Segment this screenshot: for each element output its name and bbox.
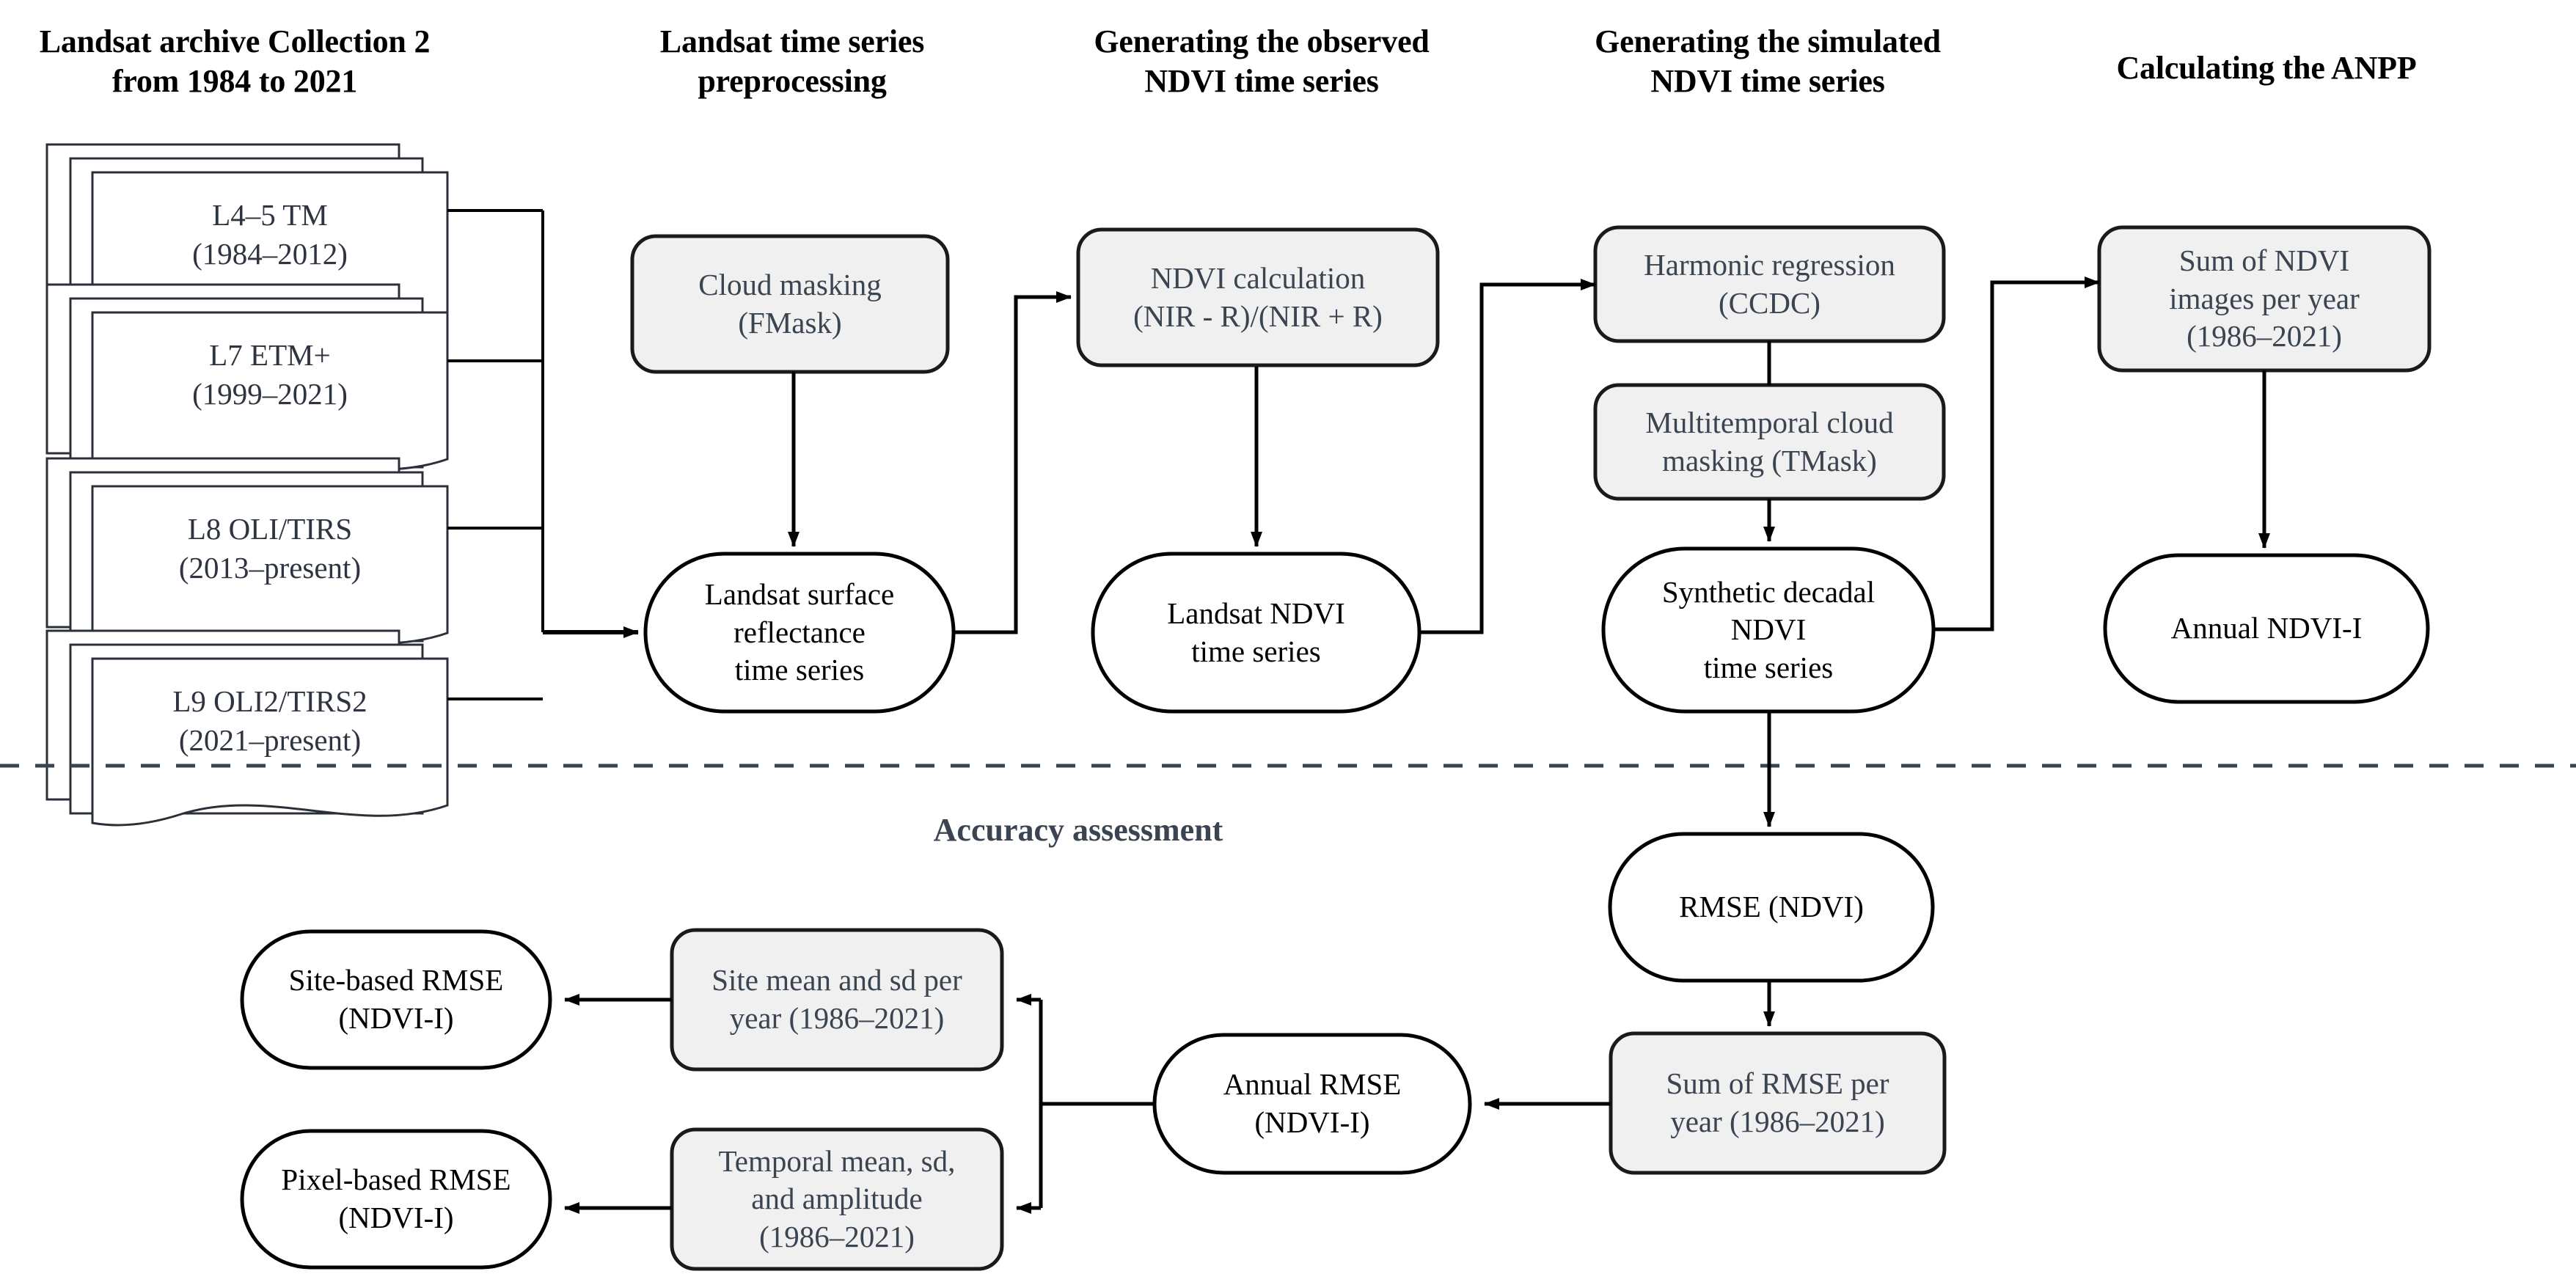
- column-header-observed: Generating the observed NDVI time series: [1094, 23, 1430, 99]
- document-stack-label-l45tm: L4–5 TM (1984–2012): [192, 197, 348, 271]
- connector-landsat-ndvi-to-harmonic-regression: [1421, 279, 1596, 634]
- terminator-node-site-based-rmse[interactable]: [240, 929, 552, 1070]
- terminator-node-landsat-surface-reflectance[interactable]: [643, 552, 956, 714]
- process-node-temporal-mean-sd[interactable]: [670, 1127, 1004, 1271]
- document-stack-l7etm[interactable]: [45, 283, 449, 480]
- connector-surface-reflectance-to-ndvi-calculation: [955, 291, 1072, 634]
- document-stack-label-l8oli: L8 OLI/TIRS (2013–present): [178, 511, 362, 585]
- column-header-preprocess: Landsat time series preprocessing: [659, 23, 925, 99]
- terminator-node-rmse-ndvi[interactable]: [1608, 832, 1935, 983]
- process-node-sum-rmse[interactable]: [1609, 1031, 1947, 1175]
- connector-archive-bus: [447, 209, 544, 700]
- terminator-node-pixel-based-rmse[interactable]: [240, 1129, 552, 1270]
- process-node-sum-ndvi-images[interactable]: [2097, 225, 2432, 373]
- connector-annual-rmse-branch: [1039, 1000, 1155, 1208]
- column-header-simulated: Generating the simulated NDVI time serie…: [1595, 23, 1941, 99]
- document-stack-label-l9oli2: L9 OLI2/TIRS2 (2021–present): [172, 684, 367, 757]
- process-node-ndvi-calculation[interactable]: [1076, 227, 1440, 367]
- terminator-node-landsat-ndvi[interactable]: [1091, 552, 1421, 714]
- column-header-archive: Landsat archive Collection 2 from 1984 t…: [39, 23, 431, 99]
- terminator-node-annual-ndvi-i[interactable]: [2103, 553, 2430, 704]
- document-stack-l9oli2[interactable]: [45, 629, 449, 827]
- document-stack-label-l7etm: L7 ETM+ (1999–2021): [192, 337, 348, 411]
- section-header-accuracy: Accuracy assessment: [933, 812, 1223, 848]
- terminator-node-annual-rmse[interactable]: [1152, 1033, 1472, 1175]
- process-node-cloud-masking[interactable]: [630, 234, 950, 374]
- process-node-harmonic-regression[interactable]: [1593, 225, 1946, 343]
- terminator-node-synthetic-decadal-ndvi[interactable]: [1601, 546, 1936, 714]
- document-stack-l8oli[interactable]: [45, 457, 449, 654]
- process-node-site-mean-sd[interactable]: [670, 928, 1004, 1072]
- process-node-multitemporal-mask[interactable]: [1593, 383, 1946, 501]
- connector-synthetic-ndvi-to-sum-ndvi-images: [1935, 277, 2100, 631]
- column-header-anpp: Calculating the ANPP: [2116, 50, 2417, 86]
